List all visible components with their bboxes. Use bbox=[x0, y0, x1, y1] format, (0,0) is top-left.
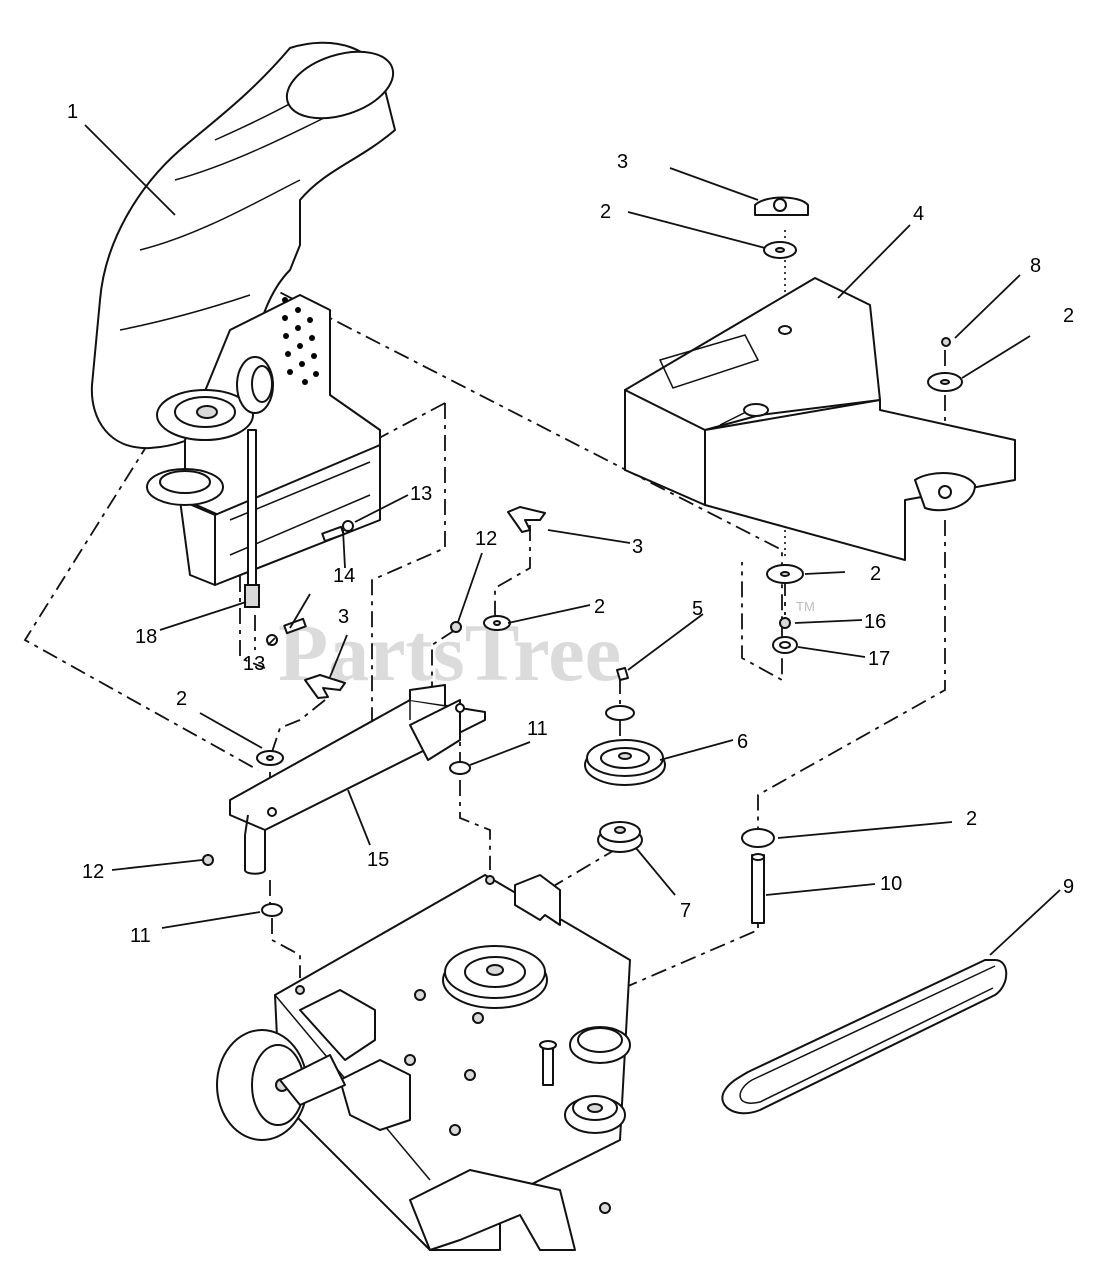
callout-8: 8 bbox=[1030, 255, 1041, 277]
callout-2: 2 bbox=[594, 596, 605, 618]
callout-17: 17 bbox=[868, 648, 890, 670]
callout-4: 4 bbox=[913, 203, 924, 225]
chute-assembly bbox=[90, 41, 396, 646]
callout-3: 3 bbox=[617, 151, 628, 173]
callout-7: 7 bbox=[680, 900, 691, 922]
callout-3: 3 bbox=[632, 536, 643, 558]
callout-1: 1 bbox=[67, 101, 78, 123]
mounting-plate bbox=[229, 684, 486, 875]
callout-9: 9 bbox=[1063, 876, 1074, 898]
callout-18: 18 bbox=[135, 626, 157, 648]
callout-2: 2 bbox=[176, 688, 187, 710]
callout-2: 2 bbox=[966, 808, 977, 830]
spacer bbox=[741, 828, 775, 924]
callout-5: 5 bbox=[692, 598, 703, 620]
callout-12: 12 bbox=[82, 861, 104, 883]
drive-belt bbox=[721, 959, 1008, 1115]
pulley-stack bbox=[584, 667, 666, 853]
callout-2: 2 bbox=[1063, 305, 1074, 327]
callout-13: 13 bbox=[410, 483, 432, 505]
callout-16: 16 bbox=[864, 611, 886, 633]
leader-lines bbox=[84, 124, 1061, 956]
callout-6: 6 bbox=[737, 731, 748, 753]
belt-cover bbox=[624, 277, 1016, 561]
callout-11: 11 bbox=[527, 718, 548, 740]
mower-deck bbox=[216, 874, 631, 1251]
callout-3: 3 bbox=[338, 606, 349, 628]
perforations bbox=[282, 297, 319, 385]
callout-2: 2 bbox=[870, 563, 881, 585]
plate-hardware bbox=[202, 506, 546, 917]
callout-13: 13 bbox=[243, 653, 265, 675]
callout-11: 11 bbox=[130, 925, 151, 947]
callout-2: 2 bbox=[600, 201, 611, 223]
cover-hardware bbox=[754, 196, 963, 654]
callout-12: 12 bbox=[475, 528, 497, 550]
callout-15: 15 bbox=[367, 849, 389, 871]
callout-10: 10 bbox=[880, 873, 902, 895]
callout-labels: 1 3 2 4 8 2 13 12 3 14 2 2 5 3 16 18 17 … bbox=[67, 101, 1074, 947]
callout-14: 14 bbox=[333, 565, 355, 587]
watermark-trademark: TM bbox=[796, 599, 815, 614]
